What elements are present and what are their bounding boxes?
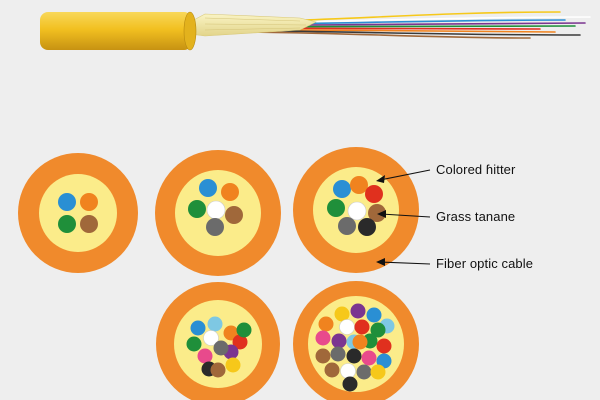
fiber-orange xyxy=(318,316,334,332)
fiber-orange xyxy=(221,183,239,201)
fiber-green xyxy=(236,322,252,338)
fiber-green xyxy=(186,336,202,352)
fiber-orange xyxy=(350,176,368,194)
fiber-gray xyxy=(330,346,346,362)
fiber-brown xyxy=(324,362,340,378)
callouts xyxy=(376,169,431,266)
callout-arrow-cable xyxy=(376,258,431,266)
fiber-gray xyxy=(356,364,372,380)
fiber-pink xyxy=(197,348,213,364)
fiber-red xyxy=(365,185,383,203)
callout-arrow-colored-fiber xyxy=(376,169,431,183)
fiber-gray xyxy=(338,217,356,235)
fiber-pink xyxy=(315,330,331,346)
fiber-brown xyxy=(225,206,243,224)
inner-core xyxy=(39,174,117,252)
fiber-blue xyxy=(190,320,206,336)
cable-jacket-end xyxy=(183,11,197,51)
fiber-yellow xyxy=(370,364,386,380)
fiber-white xyxy=(339,319,355,335)
fiber-white xyxy=(206,200,226,220)
fiber-red xyxy=(354,319,370,335)
label-glass-fiber: Grass tanane xyxy=(436,209,516,224)
fiber-purple xyxy=(350,303,366,319)
cross-section-24-fiber xyxy=(293,281,419,400)
callout-arrow-glass-fiber xyxy=(377,210,431,218)
fiber-gray xyxy=(213,340,229,356)
fiber-yellow xyxy=(334,306,350,322)
fiber-orange xyxy=(352,334,368,350)
fiber-brown xyxy=(210,362,226,378)
fiber-brown xyxy=(368,204,386,222)
fiber-black xyxy=(346,348,362,364)
fiber-red xyxy=(376,338,392,354)
fiber-brown xyxy=(315,348,331,364)
label-fiber-optic-cable: Fiber optic cable xyxy=(436,256,534,271)
cable-jacket xyxy=(40,12,192,50)
fiber-blue xyxy=(366,307,382,323)
fiber-white xyxy=(340,363,356,379)
fiber-purple xyxy=(331,333,347,349)
fiber-blue xyxy=(199,179,217,197)
fiber-white xyxy=(203,330,219,346)
fiber-green xyxy=(58,215,76,233)
cross-section-12-fiber xyxy=(156,282,280,400)
fiber-red xyxy=(232,334,248,350)
fiber-green xyxy=(370,322,386,338)
fiber-yellow xyxy=(225,357,241,373)
fiber-blue xyxy=(376,353,392,369)
fiber-blue xyxy=(58,193,76,211)
fiber-blue xyxy=(333,180,351,198)
fiber-green xyxy=(327,199,345,217)
cross-section-4-fiber xyxy=(18,153,138,273)
fiber-orange xyxy=(80,193,98,211)
cross-section-6-fiber xyxy=(155,150,281,276)
fiber-gray xyxy=(206,218,224,236)
cross-section-6-fiber-labeled xyxy=(293,147,419,273)
fiber-brown xyxy=(80,215,98,233)
fiber-green xyxy=(188,200,206,218)
fiber-black xyxy=(358,218,376,236)
fiber-aqua xyxy=(207,316,223,332)
fiber-white xyxy=(347,201,367,221)
stripped-cable-illustration xyxy=(40,11,591,51)
fiber-pink xyxy=(361,350,377,366)
kevlar-yarn-strands xyxy=(204,17,307,31)
fiber-black xyxy=(342,376,358,392)
label-colored-fiber: Colored ɦitter xyxy=(436,162,516,177)
